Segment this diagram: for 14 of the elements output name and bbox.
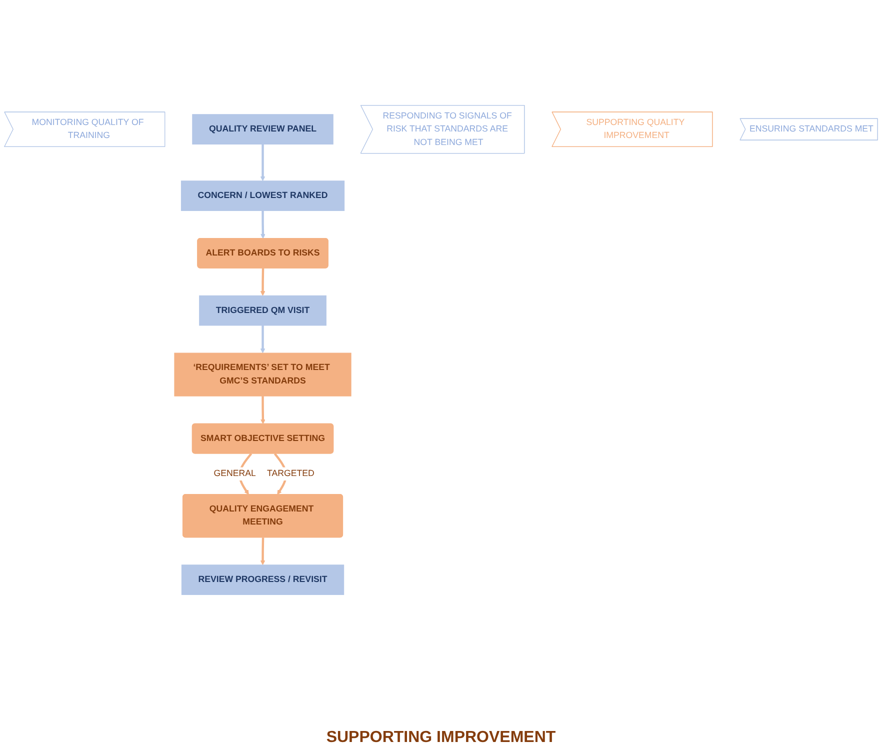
arrow	[260, 144, 266, 182]
arrow	[260, 268, 266, 296]
arrow	[260, 210, 266, 239]
node-box: CONCERN / LOWEST RANKED	[180, 180, 345, 211]
node-box: REVIEW PROGRESS / REVISIT	[181, 564, 344, 595]
arrow	[260, 396, 266, 424]
edge-label: TARGETED	[266, 468, 314, 478]
arrow	[260, 538, 266, 566]
node-box: QUALITY REVIEW PANEL	[192, 114, 334, 144]
node-box: ‘REQUIREMENTS’ SET TO MEET GMC’S STANDARDS	[174, 352, 352, 396]
edge-label: GENERAL	[214, 468, 256, 478]
note-text: SUPPORTING IMPROVEMENT	[326, 729, 556, 747]
arrow	[260, 325, 266, 354]
node-box: TRIGGERED QM VISIT	[199, 295, 326, 326]
